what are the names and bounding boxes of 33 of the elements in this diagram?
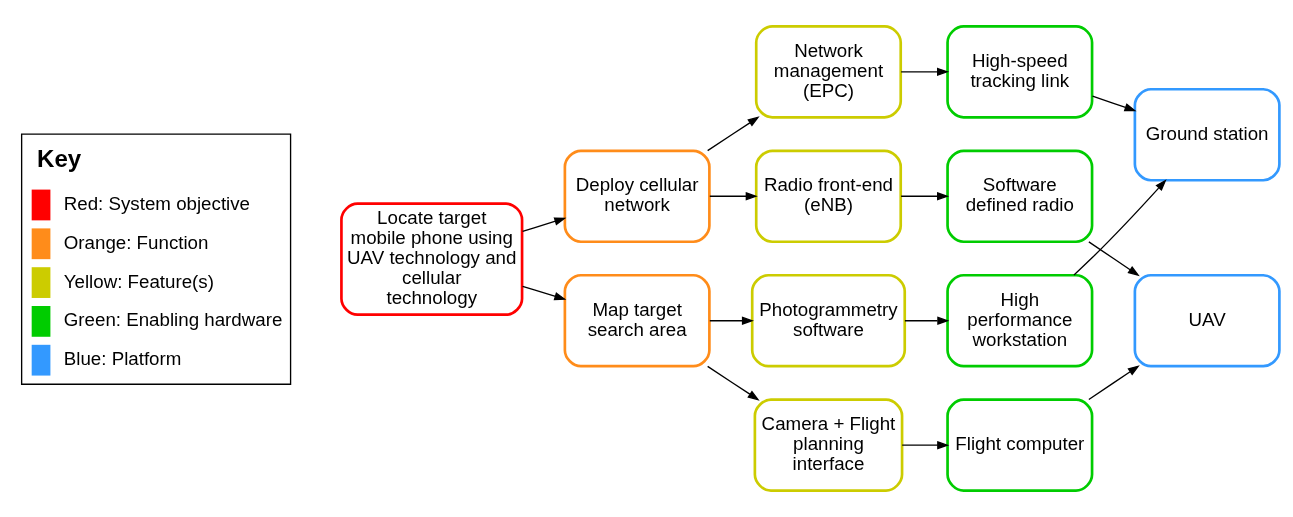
node-box: Deploy cellular network (563, 149, 711, 244)
arrow (707, 116, 760, 152)
legend-label: Yellow: Feature(s) (63, 270, 214, 292)
arrow (709, 192, 758, 201)
arrow (900, 192, 950, 201)
node-box: Locate target mobile phone using UAV technology and cellular technology (340, 202, 524, 317)
legend-label: Blue: Platform (63, 348, 182, 370)
node-box: High-speed tracking link (946, 25, 1094, 119)
legend-label: Orange: Function (63, 231, 209, 253)
arrow (1073, 179, 1167, 276)
arrow (901, 440, 950, 450)
node-box: Network management (EPC) (754, 25, 903, 119)
arrow (900, 67, 950, 77)
arrow (521, 217, 567, 233)
node-box: Flight computer (946, 398, 1094, 492)
node-box: Radio front-end (eNB) (754, 149, 903, 244)
arrow (904, 316, 950, 325)
label: Key (37, 145, 82, 173)
arrow (707, 365, 760, 401)
node-box: Map target search area (563, 273, 711, 368)
node-box: Ground station (1133, 87, 1281, 182)
legend-label: Red: System objective (63, 192, 251, 214)
node-box: High performance workstation (946, 273, 1094, 368)
arrow (709, 316, 754, 325)
node-box: Photogrammetry software (750, 273, 907, 368)
arrow (521, 285, 567, 301)
arrow (1088, 241, 1140, 277)
legend-label: Green: Enabling hardware (63, 309, 283, 331)
node-box: UAV (1133, 273, 1281, 368)
node-box: Software defined radio (946, 149, 1094, 244)
arrow (1091, 95, 1137, 112)
node-box: Camera + Flight planning interface (753, 398, 904, 492)
arrow (1088, 365, 1140, 401)
